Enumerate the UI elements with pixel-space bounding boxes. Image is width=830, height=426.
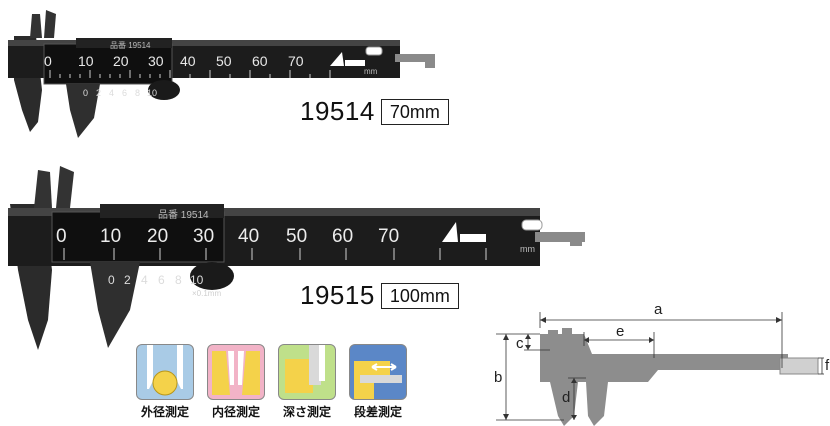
svg-text:10: 10 [100,226,121,247]
shinwa-logo [442,222,486,242]
svg-text:6: 6 [122,88,127,98]
scale-number: 20 [113,53,129,69]
caliper-19514-illustration: 0 10 20 30 40 50 60 70 0 2 4 6 8 10 品番 1… [8,10,435,138]
depth-measure-card: 深さ測定 [276,344,338,420]
svg-text:b: b [494,369,502,386]
inner-measure-icon [207,344,265,400]
model-label-19514: 19514 70mm [300,96,449,127]
svg-text:mm: mm [364,67,378,76]
model-number: 19515 [300,280,375,310]
svg-text:60: 60 [332,226,353,247]
svg-text:50: 50 [286,226,307,247]
svg-text:a: a [654,301,663,318]
svg-text:20: 20 [147,226,168,247]
svg-text:×0.1mm: ×0.1mm [192,289,221,298]
svg-text:0: 0 [108,273,115,287]
svg-text:4: 4 [141,273,148,287]
svg-text:品番 19514: 品番 19514 [158,209,209,221]
scale-number: 0 [44,53,52,69]
scale-number: 50 [216,53,232,69]
scale-number: 40 [180,53,196,69]
model-size: 100mm [380,282,459,309]
caliper-19515-illustration: 0 10 20 30 40 50 60 70 0 2 4 6 8 10 ×0.1… [8,166,585,350]
svg-text:30: 30 [193,226,214,247]
step-measure-card: 段差測定 [347,344,409,420]
svg-text:2: 2 [124,273,131,287]
svg-text:2: 2 [96,88,101,98]
svg-text:品番 19514: 品番 19514 [110,40,151,50]
svg-text:40: 40 [238,226,259,247]
scale-number: 60 [252,53,268,69]
outer-measure-card: 外径測定 [134,344,196,420]
svg-text:e: e [616,323,624,340]
model-size: 70mm [380,98,449,125]
svg-text:8: 8 [135,88,140,98]
model-label-19515: 19515 100mm [300,280,459,311]
svg-text:d: d [562,389,570,406]
svg-text:6: 6 [158,273,165,287]
svg-text:4: 4 [109,88,114,98]
outer-measure-icon [136,344,194,400]
svg-text:10: 10 [147,88,157,98]
svg-text:mm: mm [520,244,535,254]
model-number: 19514 [300,96,375,126]
depth-measure-icon [278,344,336,400]
shinwa-logo [330,52,365,66]
scale-number: 30 [148,53,164,69]
svg-text:0: 0 [83,88,88,98]
svg-text:8: 8 [175,273,182,287]
dimension-diagram: a e b c d f [494,301,830,426]
svg-text:f: f [825,357,830,374]
scale-number: 70 [288,53,304,69]
svg-text:0: 0 [56,226,67,247]
inner-measure-card: 内径測定 [205,344,267,420]
svg-text:70: 70 [378,226,399,247]
slider [43,43,173,85]
svg-text:10: 10 [190,273,204,287]
scale-number: 10 [78,53,94,69]
step-measure-icon [349,344,407,400]
measurement-icons: 外径測定 内径測定 深さ測定 [134,344,409,420]
svg-text:c: c [516,335,524,352]
